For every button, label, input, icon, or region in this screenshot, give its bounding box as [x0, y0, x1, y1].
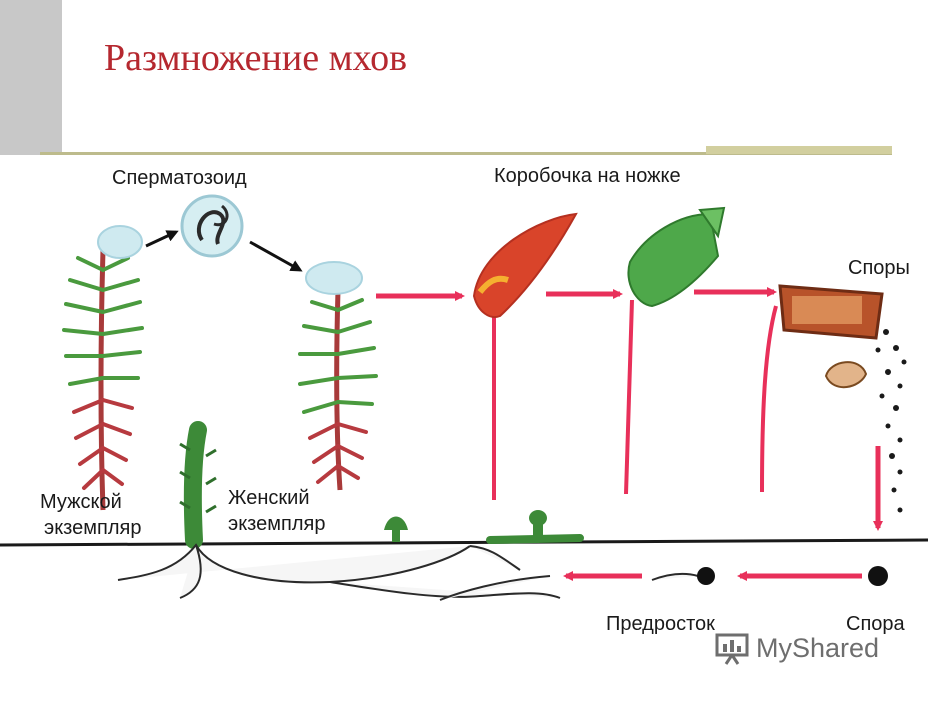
gray-corner-block [0, 0, 62, 155]
label-male-line2: экземпляр [44, 517, 141, 539]
female-droplet [305, 261, 363, 295]
male-droplet [97, 225, 143, 259]
slide-title: Размножение мхов [104, 37, 408, 79]
ground-line [0, 538, 929, 547]
spore-cell [868, 566, 888, 586]
male-moss-plant [62, 225, 144, 511]
capsule-open [760, 284, 884, 493]
capsule-lid [824, 361, 868, 388]
sprouting-shoot [486, 510, 584, 544]
germinating-spore [651, 567, 715, 585]
protonema-threads [117, 543, 561, 601]
title-underline-accent [706, 146, 892, 154]
capsule-mature [624, 206, 726, 495]
arrow-sperm-out [249, 240, 303, 272]
presentation-board-icon [715, 633, 749, 665]
label-spore: Спора [846, 613, 906, 635]
spore-dots [875, 329, 907, 513]
label-male-line1: Мужской [40, 491, 122, 513]
capsule-young [472, 212, 578, 500]
watermark-text: MyShared [756, 632, 880, 663]
arrow-sperm-in [145, 230, 179, 248]
female-moss-plant [298, 261, 378, 491]
label-spores: Споры [848, 257, 910, 279]
bud-shoot [384, 516, 408, 542]
label-female-line2: экземпляр [228, 513, 325, 535]
label-protonema: Предросток [606, 613, 715, 635]
spermatozoid-cell [180, 194, 244, 258]
title-underline [40, 152, 892, 155]
label-spermatozoid: Сперматозоид [112, 167, 247, 189]
label-female-line1: Женский [228, 487, 309, 509]
young-shoot [179, 421, 217, 549]
label-capsule: Коробочка на ножке [494, 165, 681, 187]
watermark: MyShared [714, 630, 879, 666]
